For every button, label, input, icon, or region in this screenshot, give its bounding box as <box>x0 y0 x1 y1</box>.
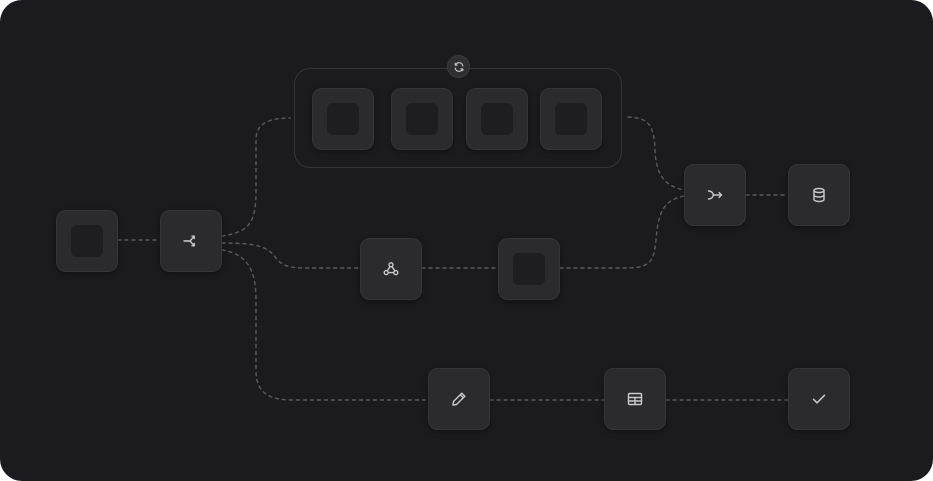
database-icon <box>813 187 825 203</box>
loop-item-3[interactable] <box>466 88 528 150</box>
check-icon <box>812 394 826 404</box>
table-node[interactable] <box>604 368 666 430</box>
merge-arrow-icon <box>707 190 723 200</box>
loop-item-2[interactable] <box>391 88 453 150</box>
split-node[interactable] <box>160 210 222 272</box>
connector-split-webhook <box>221 242 361 269</box>
webhook-icon <box>383 262 399 276</box>
middle-step-node[interactable] <box>498 238 560 300</box>
loop-item-1[interactable] <box>312 88 374 150</box>
connector-loop-merge <box>627 116 685 191</box>
refresh-icon[interactable] <box>447 55 470 78</box>
table-icon <box>627 392 643 406</box>
merge-node[interactable] <box>684 164 746 226</box>
pencil-icon <box>452 392 466 406</box>
edit-node[interactable] <box>428 368 490 430</box>
webhook-node[interactable] <box>360 238 422 300</box>
connector-split-loop <box>221 117 291 237</box>
connector-split-edit <box>221 249 428 401</box>
connector-middle-merge <box>559 195 685 269</box>
done-node[interactable] <box>788 368 850 430</box>
split-arrows-icon <box>183 235 195 247</box>
loop-item-4[interactable] <box>540 88 602 150</box>
database-node[interactable] <box>788 164 850 226</box>
source-node[interactable] <box>56 210 118 272</box>
